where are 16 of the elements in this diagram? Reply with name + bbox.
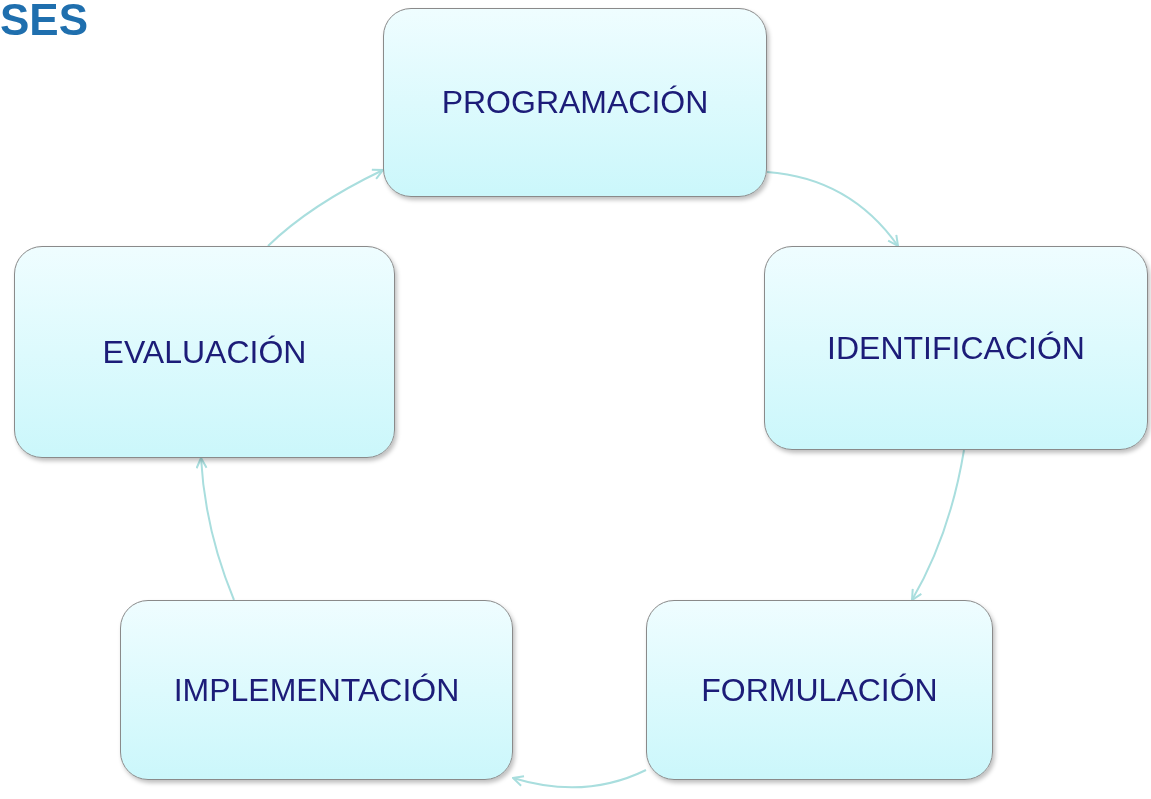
process-box <box>764 246 1148 450</box>
process-box <box>120 600 513 780</box>
process-box <box>383 8 767 197</box>
curved-arrow <box>766 171 899 247</box>
curved-arrow <box>512 769 647 789</box>
process-box <box>646 600 993 780</box>
process-box <box>14 246 395 458</box>
curved-arrow <box>267 168 384 247</box>
curved-arrow <box>911 449 965 601</box>
node-label: PROGRAMACIÓN <box>441 84 709 121</box>
node-label: EVALUACIÓN <box>102 333 307 371</box>
title: SES <box>0 0 89 45</box>
node-label: IMPLEMENTACIÓN <box>173 671 460 709</box>
curved-arrow <box>195 457 235 601</box>
node-label: IDENTIFICACIÓN <box>827 329 1085 367</box>
node-label: FORMULACIÓN <box>701 671 938 709</box>
